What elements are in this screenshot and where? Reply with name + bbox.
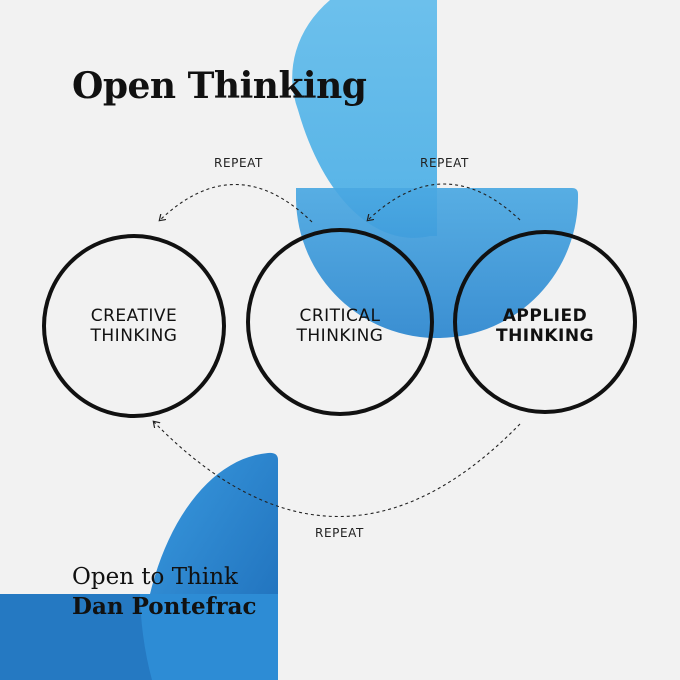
top-blue-quarter-shape bbox=[292, 0, 437, 238]
book-author: Dan Pontefrac bbox=[72, 593, 257, 620]
repeat-label-right: REPEAT bbox=[420, 156, 469, 170]
critical-thinking-line1: CRITICAL bbox=[299, 306, 381, 326]
applied-thinking-line1: APPLIED bbox=[502, 306, 588, 326]
critical-thinking-label: CRITICAL THINKING bbox=[250, 306, 430, 346]
page-title: Open Thinking bbox=[72, 65, 367, 107]
applied-thinking-label: APPLIED THINKING bbox=[455, 306, 635, 346]
repeat-label-left: REPEAT bbox=[214, 156, 263, 170]
repeat-arc-critical-applied bbox=[368, 183, 521, 220]
critical-thinking-circle bbox=[246, 228, 434, 416]
repeat-arc-creative-critical bbox=[160, 183, 313, 223]
applied-thinking-line2: THINKING bbox=[495, 326, 595, 346]
creative-thinking-line2: THINKING bbox=[90, 326, 178, 346]
book-credit: Open to Think Dan Pontefrac bbox=[72, 562, 257, 622]
bottom-shape-overlap bbox=[140, 594, 278, 680]
middle-blue-bowl-shape bbox=[296, 188, 579, 339]
book-title: Open to Think bbox=[72, 564, 238, 590]
applied-thinking-circle bbox=[453, 230, 637, 414]
repeat-label-bottom: REPEAT bbox=[315, 526, 364, 540]
critical-thinking-line2: THINKING bbox=[296, 326, 384, 346]
creative-thinking-label: CREATIVE THINKING bbox=[44, 306, 224, 346]
creative-thinking-circle bbox=[42, 234, 226, 418]
creative-thinking-line1: CREATIVE bbox=[90, 306, 178, 326]
repeat-arc-applied-creative bbox=[154, 422, 521, 518]
